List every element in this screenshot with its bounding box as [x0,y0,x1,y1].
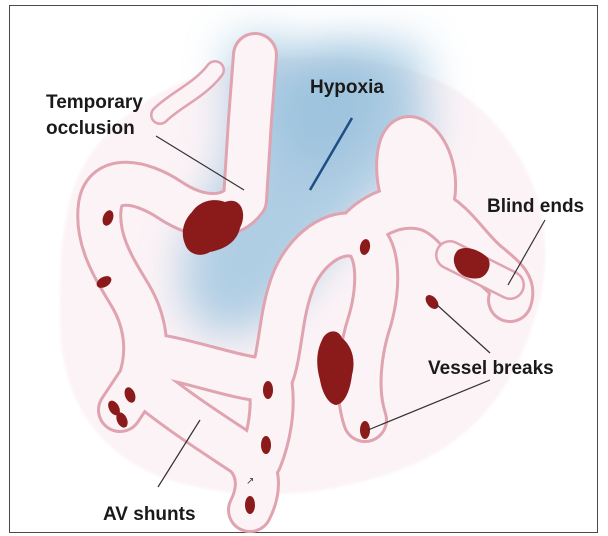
label-hypoxia: Hypoxia [310,77,384,98]
small-arrow-mark: ↗ [246,476,254,487]
label-occlusion: occlusion [46,118,135,139]
label-blind-ends: Blind ends [487,196,584,217]
label-temporary: Temporary [46,92,143,113]
label-av-shunts: AV shunts [103,504,196,525]
label-vessel-breaks: Vessel breaks [428,358,554,379]
